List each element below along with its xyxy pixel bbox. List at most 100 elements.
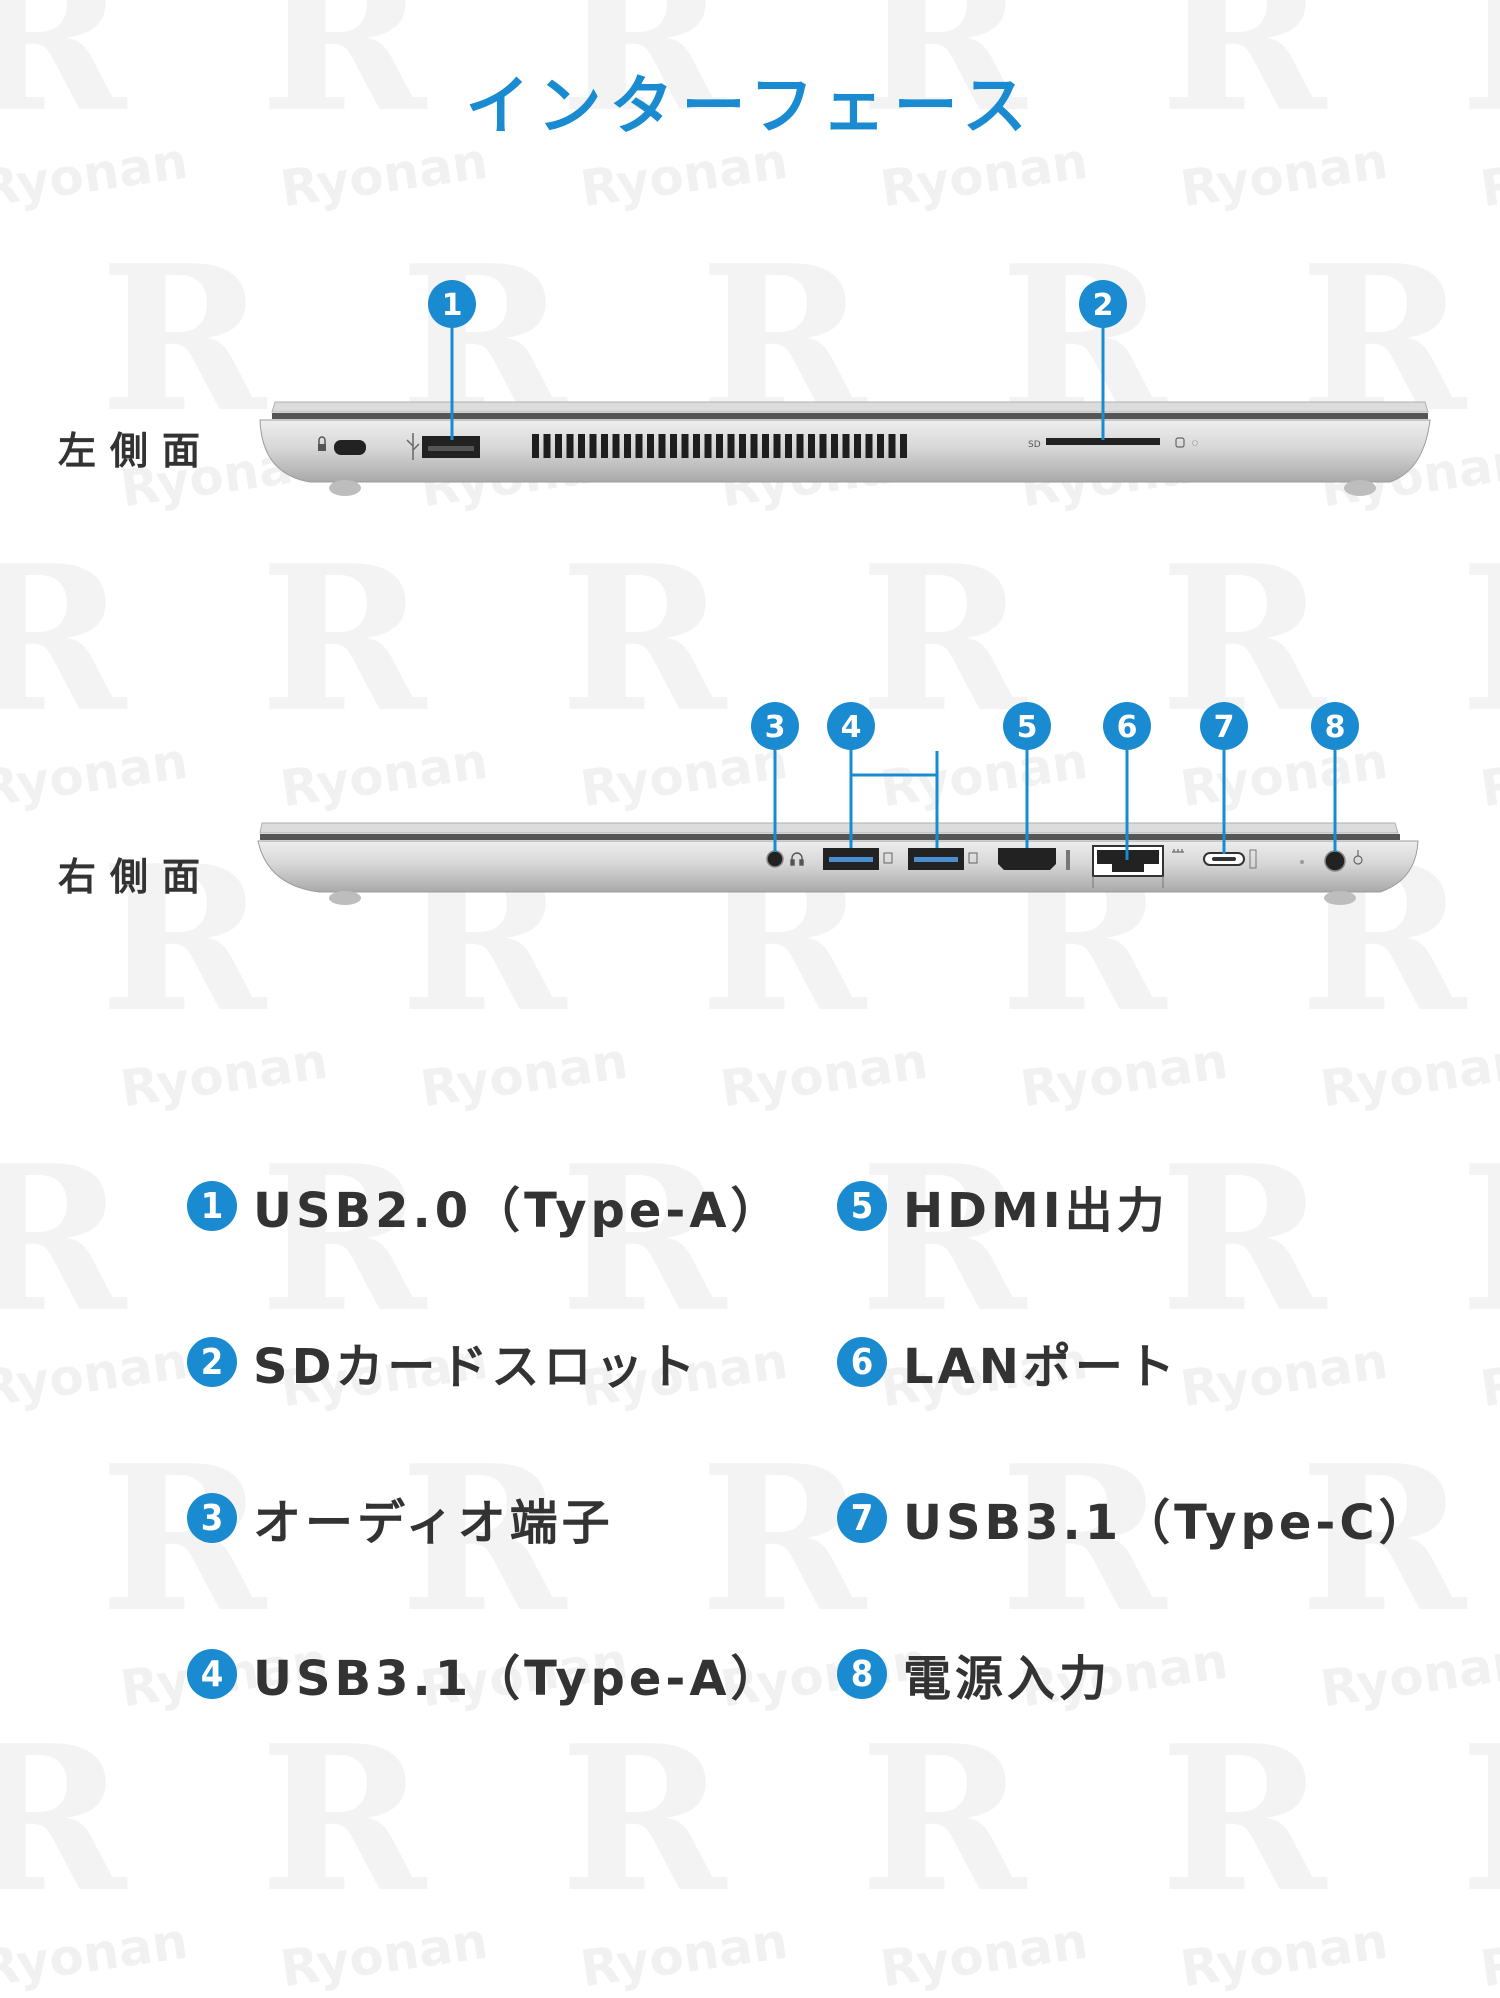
lan-port <box>1092 845 1164 888</box>
lock-icon <box>318 436 326 451</box>
watermark-text: Ryonan <box>716 1031 932 1119</box>
vent-slat <box>612 434 620 458</box>
watermark-mark: R <box>1460 1720 1500 1920</box>
vent-slat <box>796 434 804 458</box>
vent-slat <box>624 434 631 458</box>
watermark-text: Ryonan <box>1316 1031 1500 1119</box>
vent-slat <box>739 434 746 458</box>
legend-item-1: 1 USB2.0（Type-A） <box>187 1176 783 1239</box>
vent-slat <box>727 434 735 458</box>
legend-text: USB3.1（Type-A） <box>253 1651 783 1707</box>
hdmi-port <box>998 848 1056 870</box>
watermark-mark: R <box>1460 1140 1500 1340</box>
hdmi-label-icon <box>1066 850 1070 870</box>
vent-slat <box>865 434 873 458</box>
vent-slat <box>693 434 700 458</box>
vent-slat <box>762 434 769 458</box>
vent-slat <box>578 434 585 458</box>
legend-badge: 6 <box>837 1337 887 1387</box>
watermark-mark: R <box>860 1720 1026 1920</box>
ss-usb-icon <box>883 852 978 864</box>
vent-slat <box>750 434 758 458</box>
watermark-mark: R <box>260 1720 426 1920</box>
marker-5-number: 5 <box>1017 710 1038 745</box>
vent-slat <box>900 434 907 458</box>
security-lock-slot <box>334 440 366 455</box>
laptop-left-side-illustration: SD 1 2 <box>259 280 1431 496</box>
legend-badge: 7 <box>837 1493 887 1543</box>
marker-5: 5 <box>1003 702 1051 750</box>
marker-1: 1 <box>428 280 476 328</box>
watermark-mark: R <box>560 1720 726 1920</box>
legend-text: LANポート <box>903 1339 1179 1395</box>
legend-item-2: 2 SDカードスロット <box>187 1332 699 1395</box>
marker-7: 7 <box>1200 702 1248 750</box>
watermark-text: Ryonan <box>116 1031 332 1119</box>
marker-4: 4 <box>827 702 875 750</box>
headphone-icon <box>790 852 804 866</box>
watermark-mark: R <box>0 1140 126 1340</box>
usb-c-label-icon <box>1249 849 1257 869</box>
legend-badge: 1 <box>187 1181 237 1231</box>
watermark-text: Ryonan <box>1176 1911 1392 1998</box>
marker-6: 6 <box>1103 702 1151 750</box>
legend-item-7: 7 USB3.1（Type-C） <box>837 1488 1431 1551</box>
marker-2-number: 2 <box>1093 288 1114 323</box>
vent-slat <box>842 434 850 458</box>
sd-label: SD <box>1028 440 1041 450</box>
vent-slat <box>831 434 838 458</box>
watermark-mark: R <box>1160 1720 1326 1920</box>
watermark-text: Ryonan <box>1176 1331 1392 1419</box>
legend-text: オーディオ端子 <box>253 1495 614 1551</box>
vent-slat <box>773 434 781 458</box>
storage-indicator-icon <box>1175 437 1198 448</box>
vent-slat <box>566 434 574 458</box>
legend-item-6: 6 LANポート <box>837 1332 1179 1395</box>
vent-slat <box>877 434 884 458</box>
vent-slat <box>785 434 792 458</box>
page-title: インターフェース <box>465 70 1035 144</box>
vent-slat <box>670 434 677 458</box>
marker-3: 3 <box>751 702 799 750</box>
legend-text: USB3.1（Type-C） <box>903 1495 1431 1551</box>
right-side-label: 右側面 <box>58 855 215 899</box>
vent-slat <box>555 434 562 458</box>
watermark-text: Ryonan <box>1476 1911 1500 1998</box>
vent-slat <box>819 434 827 458</box>
power-jack <box>1324 850 1346 872</box>
legend-text: SDカードスロット <box>253 1339 700 1395</box>
legend-badge: 2 <box>187 1337 237 1387</box>
watermark-text: Ryonan <box>416 1031 632 1119</box>
legend-badge: 4 <box>187 1649 237 1699</box>
watermark-mark: R <box>0 1720 126 1920</box>
watermark-text: Ryonan <box>0 1911 192 1998</box>
vent-slat <box>854 434 861 458</box>
vent-slat <box>704 434 712 458</box>
watermark-mark: R <box>1160 1140 1326 1340</box>
legend-badge: 8 <box>837 1649 887 1699</box>
marker-6-number: 6 <box>1117 710 1138 745</box>
network-icon <box>1172 849 1184 853</box>
vent-slat <box>532 434 539 458</box>
marker-2: 2 <box>1079 280 1127 328</box>
marker-4-number: 4 <box>841 710 862 745</box>
marker-1-number: 1 <box>442 288 463 323</box>
vent-slat <box>601 434 608 458</box>
watermark-text: Ryonan <box>0 1331 192 1419</box>
left-side-label: 左側面 <box>58 429 215 473</box>
watermark-text: Ryonan <box>1016 1031 1232 1119</box>
vent-slat <box>543 434 551 458</box>
legend-badge: 3 <box>187 1493 237 1543</box>
vent-slat <box>647 434 654 458</box>
vent-slat <box>716 434 723 458</box>
sd-card-slot <box>1046 438 1160 445</box>
marker-7-number: 7 <box>1214 710 1235 745</box>
marker-8: 8 <box>1311 702 1359 750</box>
audio-jack <box>766 850 784 868</box>
vent-slat <box>888 434 896 458</box>
legend-text: USB2.0（Type-A） <box>253 1183 783 1239</box>
vent-slat <box>658 434 666 458</box>
legend-text: 電源入力 <box>903 1651 1112 1707</box>
marker-8-number: 8 <box>1325 710 1346 745</box>
watermark-text: Ryonan <box>1476 1331 1500 1419</box>
